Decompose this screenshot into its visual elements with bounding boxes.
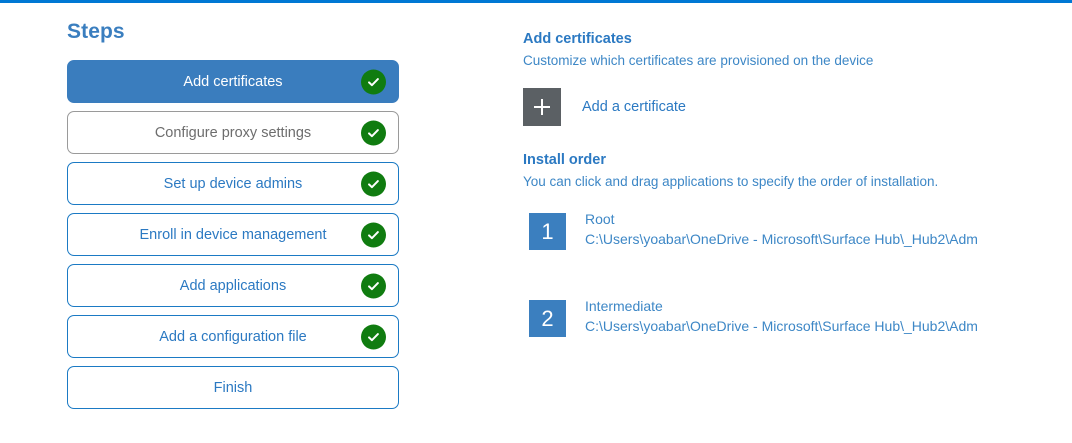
check-circle-icon	[361, 120, 386, 145]
step-item[interactable]: Add applications	[67, 264, 399, 307]
step-item-label: Add a configuration file	[159, 328, 307, 345]
add-a-certificate-label: Add a certificate	[582, 99, 686, 115]
install-order-path: C:\Users\yoabar\OneDrive - Microsoft\Sur…	[585, 318, 978, 334]
check-circle-icon	[361, 171, 386, 196]
step-item[interactable]: Add a configuration file	[67, 315, 399, 358]
install-order-subtitle: You can click and drag applications to s…	[523, 174, 939, 189]
step-item-label: Finish	[213, 379, 253, 396]
plus-icon	[523, 88, 561, 126]
check-circle-icon	[361, 273, 386, 298]
steps-heading: Steps	[67, 20, 125, 43]
install-order-title: Install order	[523, 152, 606, 168]
step-item[interactable]: Finish	[67, 366, 399, 409]
add-certificates-title: Add certificates	[523, 31, 632, 47]
step-item-label: Add applications	[179, 277, 287, 294]
check-circle-icon	[361, 69, 386, 94]
add-a-certificate-button[interactable]: Add a certificate	[523, 88, 686, 126]
add-certificates-section: Add certificates Customize which certifi…	[523, 31, 1072, 126]
step-item-label: Configure proxy settings	[154, 124, 312, 141]
detail-panel: Add certificates Customize which certifi…	[523, 31, 1072, 387]
install-order-name: Intermediate	[585, 298, 663, 314]
step-item-label: Enroll in device management	[139, 226, 327, 243]
step-item[interactable]: Add certificates	[67, 60, 399, 103]
install-order-section: Install order You can click and drag app…	[523, 152, 1072, 337]
install-order-path: C:\Users\yoabar\OneDrive - Microsoft\Sur…	[585, 231, 978, 247]
check-circle-icon	[361, 222, 386, 247]
check-circle-icon	[361, 324, 386, 349]
top-accent-rule	[0, 0, 1072, 3]
add-certificates-subtitle: Customize which certificates are provisi…	[523, 53, 874, 68]
install-order-number: 2	[529, 300, 566, 337]
step-item-label: Add certificates	[183, 73, 283, 90]
step-item[interactable]: Enroll in device management	[67, 213, 399, 256]
install-order-name: Root	[585, 211, 615, 227]
install-order-number: 1	[529, 213, 566, 250]
step-item-label: Set up device admins	[163, 175, 303, 192]
step-item[interactable]: Configure proxy settings	[67, 111, 399, 154]
step-item[interactable]: Set up device admins	[67, 162, 399, 205]
